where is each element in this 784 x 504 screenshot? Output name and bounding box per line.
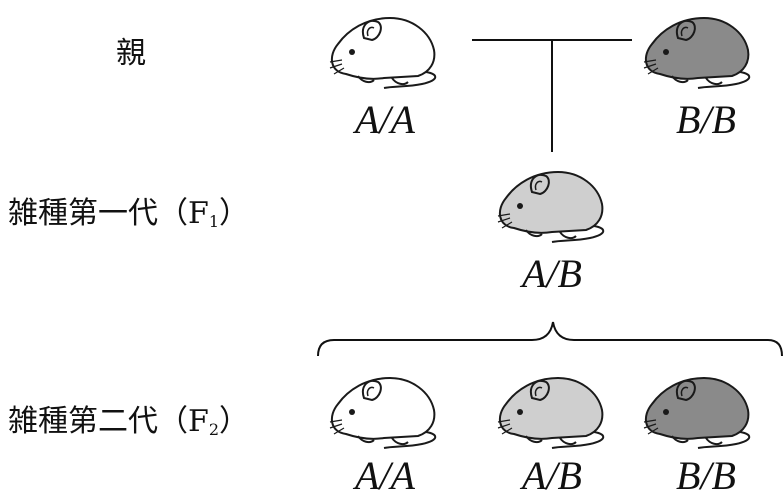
dark-mouse-icon (643, 16, 751, 89)
dark-mouse-icon (643, 376, 751, 449)
parent-left-genotype: A/A (355, 97, 415, 142)
f1-label: 雑種第一代（F1） (8, 196, 250, 231)
white-mouse-icon (329, 376, 437, 449)
f1-genotype: A/B (522, 251, 582, 296)
parent-right-genotype: B/B (676, 97, 736, 142)
parents-label: 親 (116, 36, 146, 71)
f2-right-genotype: B/B (676, 453, 736, 498)
f2-brace (317, 321, 783, 357)
f2-middle-genotype: A/B (522, 453, 582, 498)
f2-left-genotype: A/A (355, 453, 415, 498)
f2-label: 雑種第二代（F2） (8, 404, 250, 439)
light-mouse-icon (497, 376, 605, 449)
light-mouse-icon (497, 170, 605, 243)
white-mouse-icon (329, 16, 437, 89)
